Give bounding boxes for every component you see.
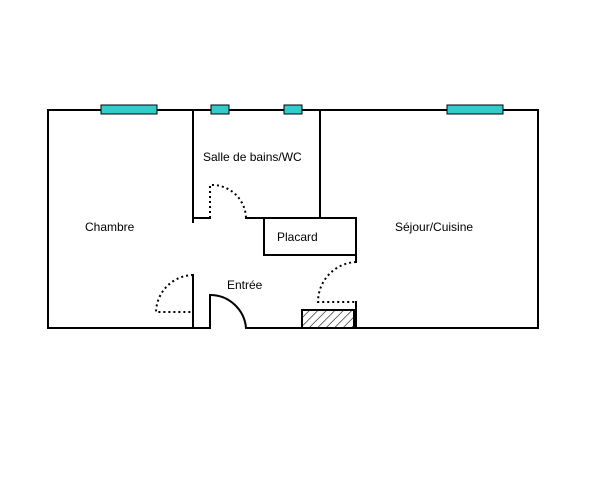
windows — [100, 104, 504, 115]
door-chambre — [154, 274, 194, 313]
room-label-sejour: Séjour/Cuisine — [395, 220, 473, 234]
doors — [154, 183, 357, 313]
door-entrance — [208, 293, 248, 330]
window-chambre — [100, 104, 158, 115]
door-sejour — [316, 261, 357, 303]
window-bath-left — [210, 104, 230, 115]
room-label-placard: Placard — [277, 230, 318, 244]
placard-box — [263, 217, 357, 256]
room-label-salle-de-bains: Salle de bains/WC — [203, 150, 302, 164]
door-bathroom — [209, 183, 247, 219]
window-sejour — [446, 104, 504, 115]
room-label-entree: Entrée — [227, 278, 263, 292]
window-bath-right — [283, 104, 303, 115]
room-label-chambre: Chambre — [85, 220, 135, 234]
hatched-block — [301, 309, 355, 329]
